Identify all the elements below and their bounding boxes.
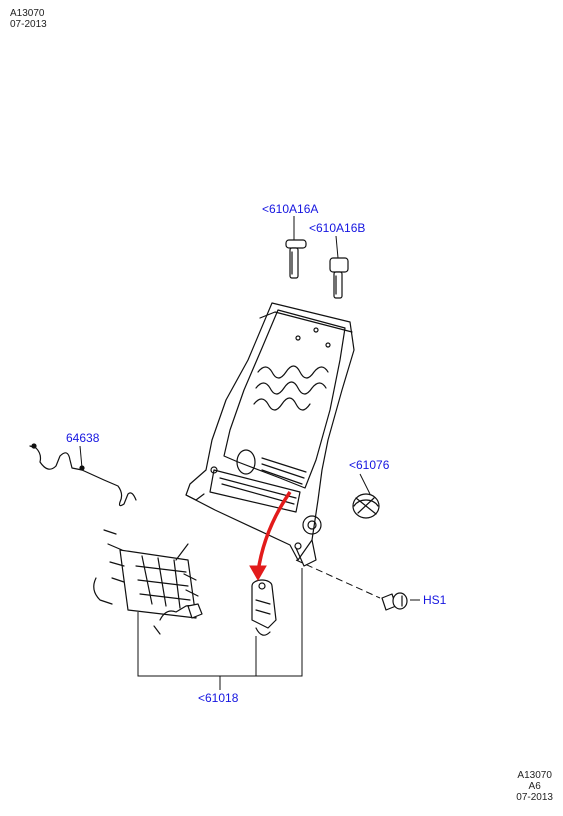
assembly-direction-arrow — [256, 491, 292, 573]
footer-sheet: A6 — [528, 781, 541, 792]
lumbar-motor[interactable] — [251, 579, 277, 636]
headrest-guide-a[interactable] — [285, 239, 307, 279]
callout-wiring-harness[interactable]: 64638 — [66, 431, 100, 445]
footer-date: 07-2013 — [516, 792, 553, 803]
seat-back-frame[interactable] — [185, 302, 355, 567]
callout-headrest-guide-a[interactable]: <610A16A — [262, 202, 318, 216]
leader-lines — [79, 216, 420, 690]
screw-leader-line — [295, 559, 381, 599]
callout-frame-assembly[interactable]: <61018 — [198, 691, 239, 705]
callout-recliner-knob[interactable]: <61076 — [349, 458, 390, 472]
callout-screw[interactable]: HS1 — [423, 593, 447, 607]
drawing-id: A13070 — [10, 8, 45, 19]
arrow-head-icon — [249, 565, 267, 582]
drawing-date: 07-2013 — [10, 19, 47, 30]
drawing-number-header: A13070 07-2013 — [10, 8, 47, 30]
wiring-harness[interactable] — [29, 443, 137, 507]
drawing-number-footer: A13070 A6 07-2013 — [516, 770, 553, 803]
footer-drawing-id: A13070 — [517, 770, 552, 781]
lumbar-support-mat[interactable] — [93, 529, 203, 635]
recliner-knob[interactable] — [352, 493, 380, 519]
headrest-guide-b[interactable] — [329, 257, 349, 299]
screw-hs1[interactable] — [381, 592, 408, 611]
callout-headrest-guide-b[interactable]: <610A16B — [309, 221, 365, 235]
